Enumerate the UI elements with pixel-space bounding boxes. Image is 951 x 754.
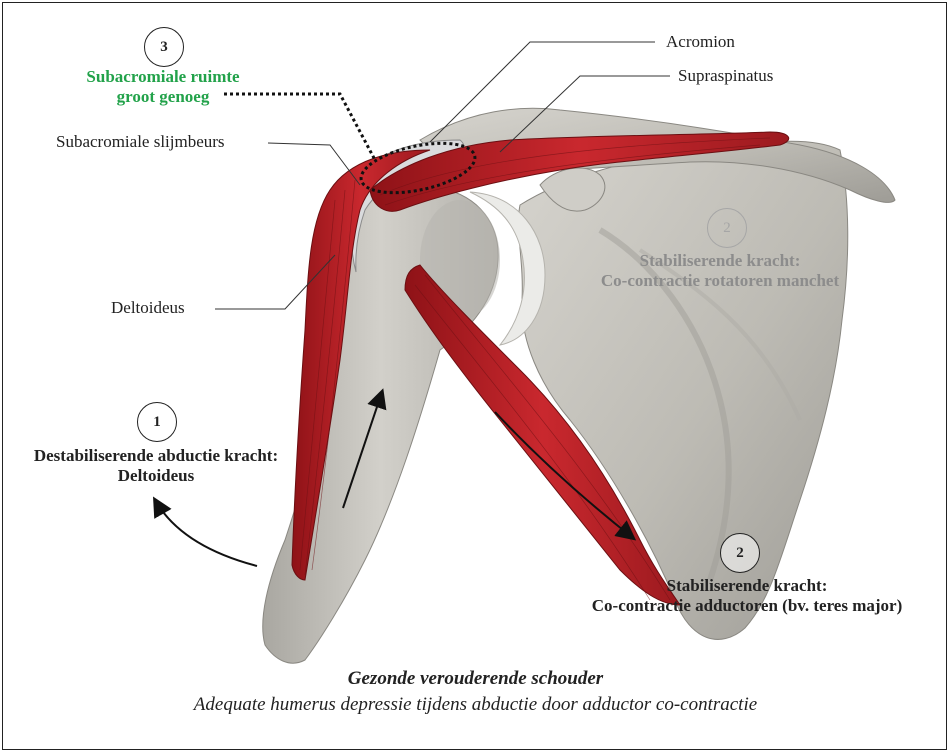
force2a-line-1: Stabiliserende kracht: — [570, 251, 870, 271]
marker-1: 1 — [137, 402, 177, 442]
force1-line-1: Destabiliserende abductie kracht: — [4, 446, 308, 466]
abduction-curved-arrow — [155, 500, 257, 566]
label-destabilizing-force: Destabiliserende abductie kracht: Deltoi… — [4, 446, 308, 486]
label-subacromial-space: Subacromiale ruimte groot genoeg — [58, 67, 268, 107]
label-rotator-force: Stabiliserende kracht: Co-contractie rot… — [570, 251, 870, 291]
force2b-line-2: Co-contractie adductoren (bv. teres majo… — [552, 596, 942, 616]
force2a-line-2: Co-contractie rotatoren manchet — [570, 271, 870, 291]
scapula-bone — [518, 141, 847, 639]
force1-line-2: Deltoideus — [4, 466, 308, 486]
label-deltoideus: Deltoideus — [111, 298, 185, 318]
marker-2-rotator: 2 — [707, 208, 747, 248]
marker-2-adductor: 2 — [720, 533, 760, 573]
space-line-2: groot genoeg — [58, 87, 268, 107]
label-acromion: Acromion — [666, 32, 735, 52]
caption-subtitle: Adequate humerus depressie tijdens abduc… — [0, 694, 951, 716]
force2b-line-1: Stabiliserende kracht: — [552, 576, 942, 596]
label-adductor-force: Stabiliserende kracht: Co-contractie add… — [552, 576, 942, 616]
label-bursa: Subacromiale slijmbeurs — [56, 132, 225, 152]
marker-3: 3 — [144, 27, 184, 67]
space-line-1: Subacromiale ruimte — [58, 67, 268, 87]
caption-title: Gezonde verouderende schouder — [0, 668, 951, 690]
label-supraspinatus: Supraspinatus — [678, 66, 773, 86]
